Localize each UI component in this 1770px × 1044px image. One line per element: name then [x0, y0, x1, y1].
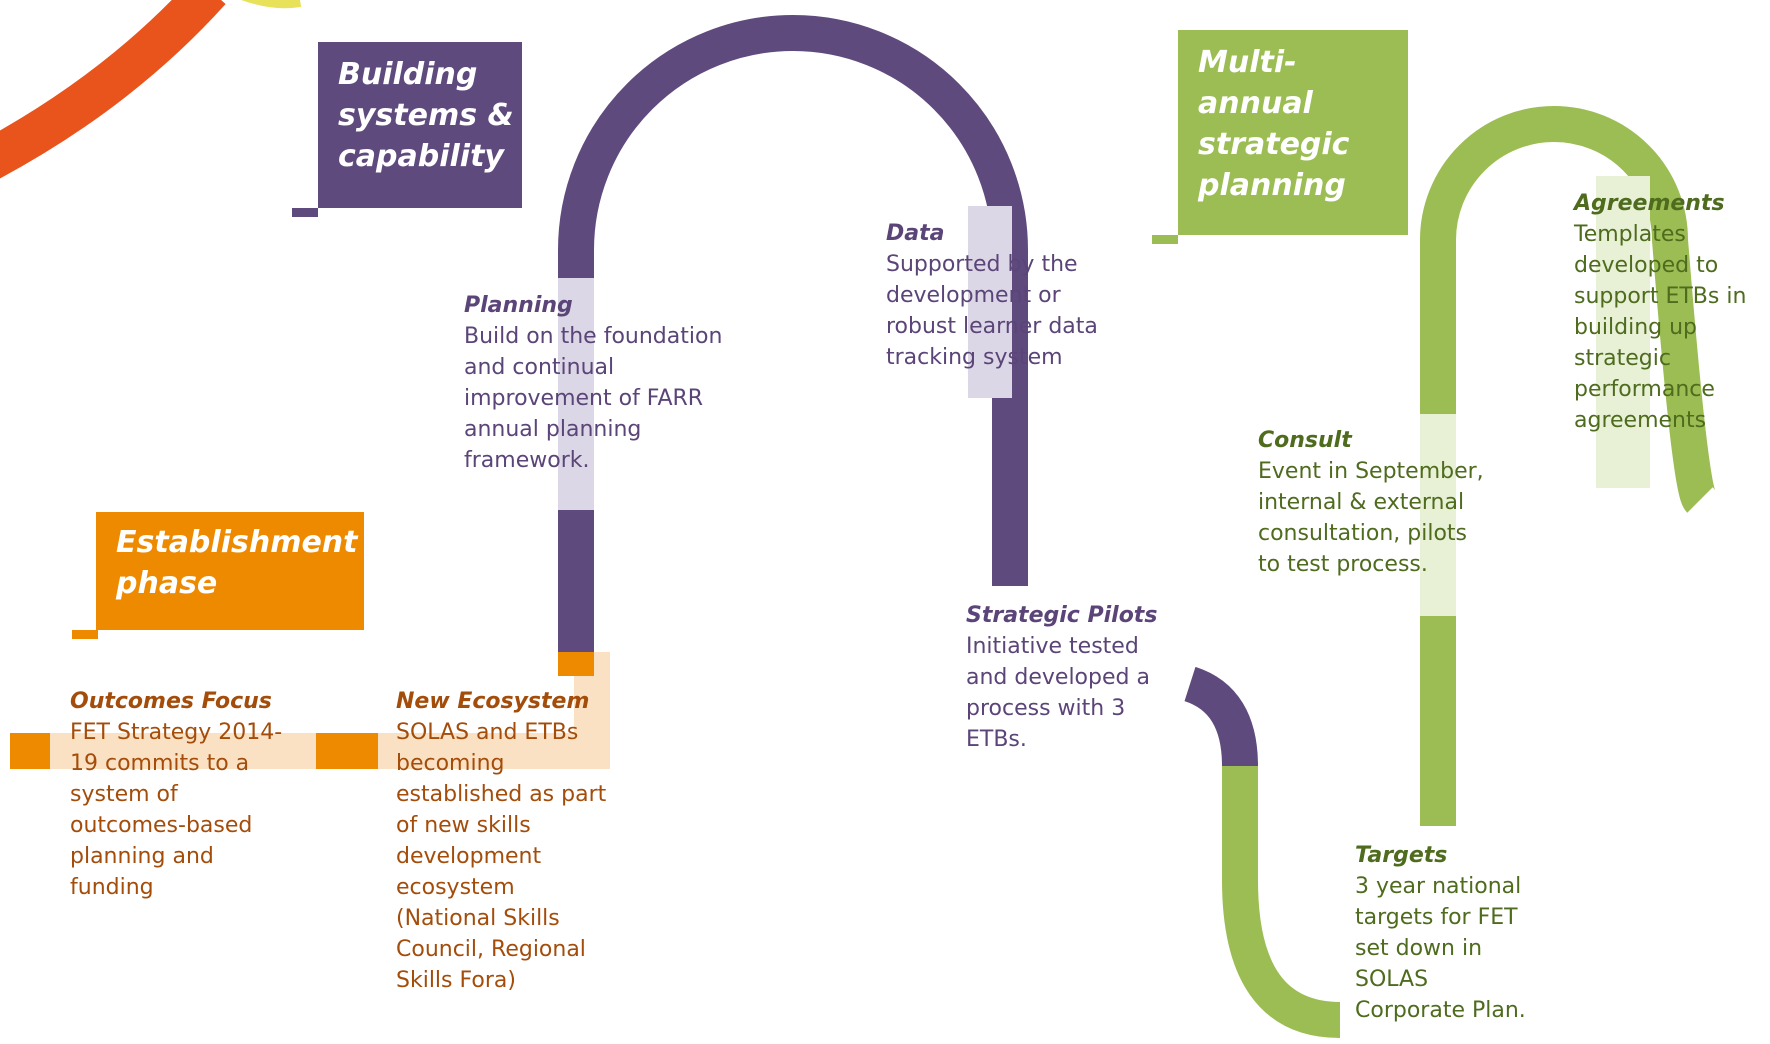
planning-title: Planning	[464, 293, 573, 318]
consult-highlight	[1420, 414, 1456, 616]
strategic-pilots-item: Strategic Pilots Initiative tested and d…	[966, 600, 1196, 755]
agreements-highlight	[1596, 176, 1650, 488]
strategic-pilots-body: Initiative tested and developed a proces…	[966, 634, 1150, 752]
targets-body: 3 year national targets for FET set down…	[1355, 874, 1526, 1023]
decorative-arc-highlight	[241, 0, 302, 9]
strategic-pilots-title: Strategic Pilots	[966, 603, 1158, 628]
data-body: Supported by the development or robust l…	[886, 252, 1098, 370]
multi-annual-tick	[1152, 235, 1178, 244]
establishment-phase-box: Establishment phase	[96, 512, 364, 630]
agreements-body: Templates developed to support ETBs in b…	[1574, 222, 1747, 433]
agreements-item: Agreements Templates developed to suppor…	[1574, 188, 1770, 436]
establishment-phase-label: Establishment phase	[116, 525, 358, 601]
outcomes-focus-title: Outcomes Focus	[70, 689, 272, 714]
decorative-arc	[0, 0, 226, 179]
pilots-to-targets	[1222, 766, 1341, 1038]
agreements-title: Agreements	[1574, 191, 1725, 216]
planning-body: Build on the foundation and continual im…	[464, 324, 723, 473]
building-arch	[558, 15, 1028, 652]
ecosystem-marker	[558, 652, 594, 676]
outcomes-marker-mid	[316, 733, 378, 769]
building-phase-label: Building systems & capability	[338, 57, 514, 174]
planning-highlight	[558, 278, 594, 510]
consult-title: Consult	[1258, 428, 1352, 453]
new-ecosystem-body: SOLAS and ETBs becoming established as p…	[396, 720, 607, 993]
consult-item: Consult Event in September, internal & e…	[1258, 425, 1528, 580]
consult-body: Event in September, internal & external …	[1258, 459, 1484, 577]
outcomes-focus-item: Outcomes Focus FET Strategy 2014- 19 com…	[70, 686, 310, 903]
building-tick	[292, 208, 318, 217]
data-title: Data	[886, 221, 945, 246]
targets-title: Targets	[1355, 843, 1448, 868]
data-highlight	[968, 206, 1012, 398]
targets-item: Targets 3 year national targets for FET …	[1355, 840, 1565, 1026]
establishment-tick	[72, 630, 98, 639]
new-ecosystem-title: New Ecosystem	[396, 689, 590, 714]
data-item: Data Supported by the development or rob…	[886, 218, 1146, 373]
new-ecosystem-item: New Ecosystem SOLAS and ETBs becoming es…	[396, 686, 646, 996]
outcomes-band	[10, 652, 610, 769]
outcomes-focus-body: FET Strategy 2014- 19 commits to a syste…	[70, 720, 283, 900]
multi-annual-phase-label: Multi- annual strategic planning	[1198, 45, 1350, 203]
multi-annual-phase-box: Multi- annual strategic planning	[1178, 30, 1408, 235]
building-phase-box: Building systems & capability	[318, 42, 522, 208]
outcomes-marker-left	[10, 733, 50, 769]
consult-pillar	[1420, 106, 1716, 826]
pilots-curve	[1183, 666, 1258, 767]
planning-item: Planning Build on the foundation and con…	[464, 290, 784, 476]
